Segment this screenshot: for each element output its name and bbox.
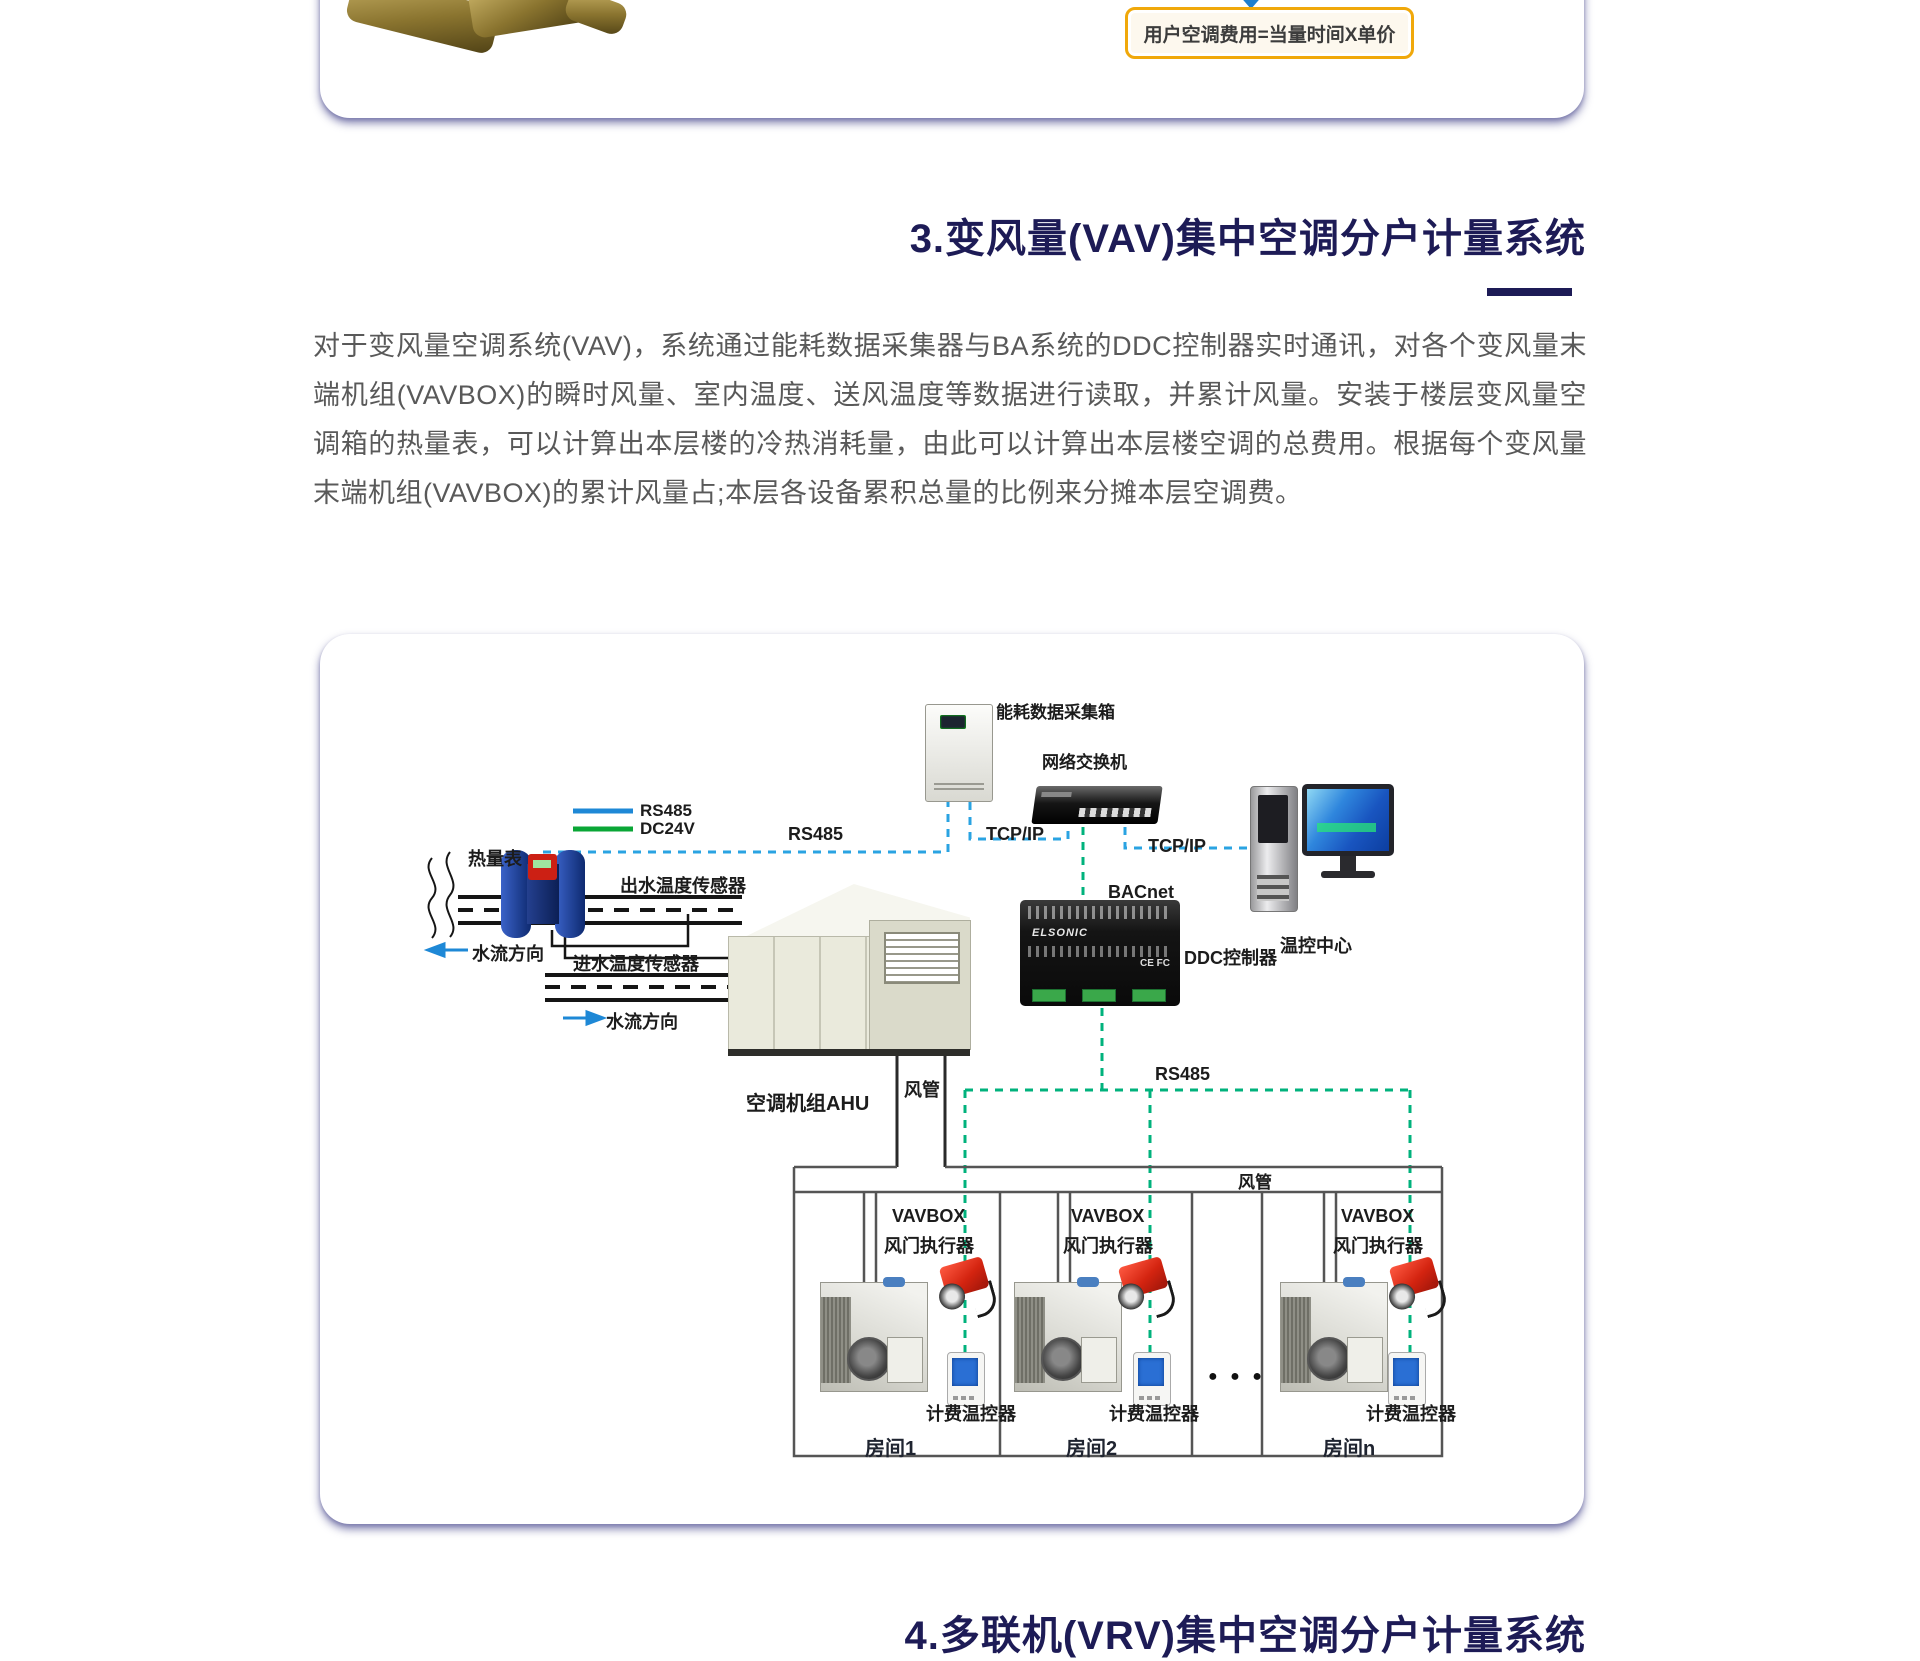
flow-direction-right-label: 水流方向 xyxy=(606,1012,678,1032)
switch-label: 网络交换机 xyxy=(1042,753,1127,772)
section3-heading: 3.变风量(VAV)集中空调分户计量系统 xyxy=(909,217,1586,261)
collector-display xyxy=(940,715,966,729)
ddc-terminals-mid xyxy=(1028,946,1172,957)
vavbox-label-n: VAVBOX xyxy=(1341,1206,1415,1226)
bacnet-label: BACnet xyxy=(1108,882,1174,902)
room-label-2: 房间2 xyxy=(1066,1438,1118,1460)
pc-drive-slots xyxy=(1257,875,1289,901)
tcpip-label-2: TCP/IP xyxy=(1148,836,1207,856)
duct-label-1: 风管 xyxy=(904,1080,940,1100)
rs485-room-bus-label: RS485 xyxy=(1155,1064,1211,1084)
ddc-certification-marks: CE FC xyxy=(1140,958,1170,969)
ahu-front-face xyxy=(728,936,870,1050)
formula-badge: 用户空调费用=当量时间X单价 xyxy=(1125,7,1414,59)
damper-label-2: 风门执行器 xyxy=(1063,1236,1153,1256)
ddc-terminal-block xyxy=(1082,989,1116,1002)
vavbox-unit-n xyxy=(1280,1277,1388,1392)
heat-meter-device xyxy=(501,848,585,940)
network-switch-device xyxy=(1031,786,1163,824)
collector-label: 能耗数据采集箱 xyxy=(996,703,1115,722)
ddc-label: DDC控制器 xyxy=(1184,948,1277,968)
billing-thermostat-1 xyxy=(947,1352,985,1406)
flow-direction-left-label: 水流方向 xyxy=(472,944,544,964)
outlet-sensor-label: 出水温度传感器 xyxy=(620,876,746,896)
meter-flange-right xyxy=(555,850,585,938)
rs485-bus-label: RS485 xyxy=(788,824,844,844)
inlet-sensor-label: 进水温度传感器 xyxy=(573,954,699,974)
legend-dc24v-label: DC24V xyxy=(640,819,695,838)
console-pc-tower xyxy=(1250,786,1298,912)
fan-inlet-icon xyxy=(1041,1337,1085,1381)
ddc-terminal-block xyxy=(1032,989,1066,1002)
ahu-grille xyxy=(884,932,960,984)
meter-display xyxy=(528,854,557,880)
legend-rs485-label: RS485 xyxy=(640,801,692,820)
arrow-down-icon xyxy=(1238,0,1264,9)
meter-flange-left xyxy=(501,850,531,938)
pc-front-panel xyxy=(1258,795,1288,843)
section3-paragraph: 对于变风量空调系统(VAV)，系统通过能耗数据采集器与BA系统的DDC控制器实时… xyxy=(313,331,1587,508)
thermostat-label-1: 计费温控器 xyxy=(926,1404,1016,1424)
ddc-controller-device: ELSONIC CE FC xyxy=(1020,900,1180,1006)
heat-meter-label: 热量表 xyxy=(468,849,522,869)
vavbox-unit-2 xyxy=(1014,1277,1122,1392)
vavbox-unit-1 xyxy=(820,1277,928,1392)
damper-label-n: 风门执行器 xyxy=(1333,1236,1423,1256)
monitor-stand xyxy=(1340,856,1356,872)
room-label-1: 房间1 xyxy=(865,1438,917,1460)
vav-system-diagram-card: ELSONIC CE FC ● xyxy=(320,634,1584,1524)
duct-label-2: 风管 xyxy=(1238,1173,1272,1192)
fan-inlet-icon xyxy=(1307,1337,1351,1381)
tcpip-label-1: TCP/IP xyxy=(986,824,1045,844)
thermostat-label-2: 计费温控器 xyxy=(1109,1404,1199,1424)
heading-underline xyxy=(1487,288,1572,296)
console-label: 温控中心 xyxy=(1280,936,1352,956)
thermostat-label-n: 计费温控器 xyxy=(1366,1404,1456,1424)
ddc-terminals-top xyxy=(1028,906,1172,919)
vavbox-label-2: VAVBOX xyxy=(1071,1206,1145,1226)
fan-inlet-icon xyxy=(847,1337,891,1381)
billing-thermostat-2 xyxy=(1133,1352,1171,1406)
previous-section-card: 用户空调费用=当量时间X单价 xyxy=(320,0,1584,118)
monitor-screen xyxy=(1307,789,1389,851)
section4-heading: 4.多联机(VRV)集中空调分户计量系统 xyxy=(904,1614,1586,1658)
ahu-label: 空调机组AHU xyxy=(746,1093,870,1115)
vavbox-label-1: VAVBOX xyxy=(892,1206,966,1226)
ddc-brand: ELSONIC xyxy=(1032,927,1088,939)
monitor-base xyxy=(1321,871,1375,878)
rooms-ellipsis: ● ● ● xyxy=(1208,1368,1266,1385)
collector-vents xyxy=(934,783,984,793)
energy-collector-box xyxy=(925,704,993,802)
billing-thermostat-n xyxy=(1388,1352,1426,1406)
ahu-device xyxy=(728,884,971,1056)
damper-label-1: 风门执行器 xyxy=(884,1236,974,1256)
console-monitor xyxy=(1302,784,1394,856)
ahu-base xyxy=(728,1049,970,1056)
room-label-n: 房间n xyxy=(1323,1438,1376,1460)
valve-photo-part xyxy=(562,0,630,38)
ddc-terminal-block xyxy=(1132,989,1166,1002)
